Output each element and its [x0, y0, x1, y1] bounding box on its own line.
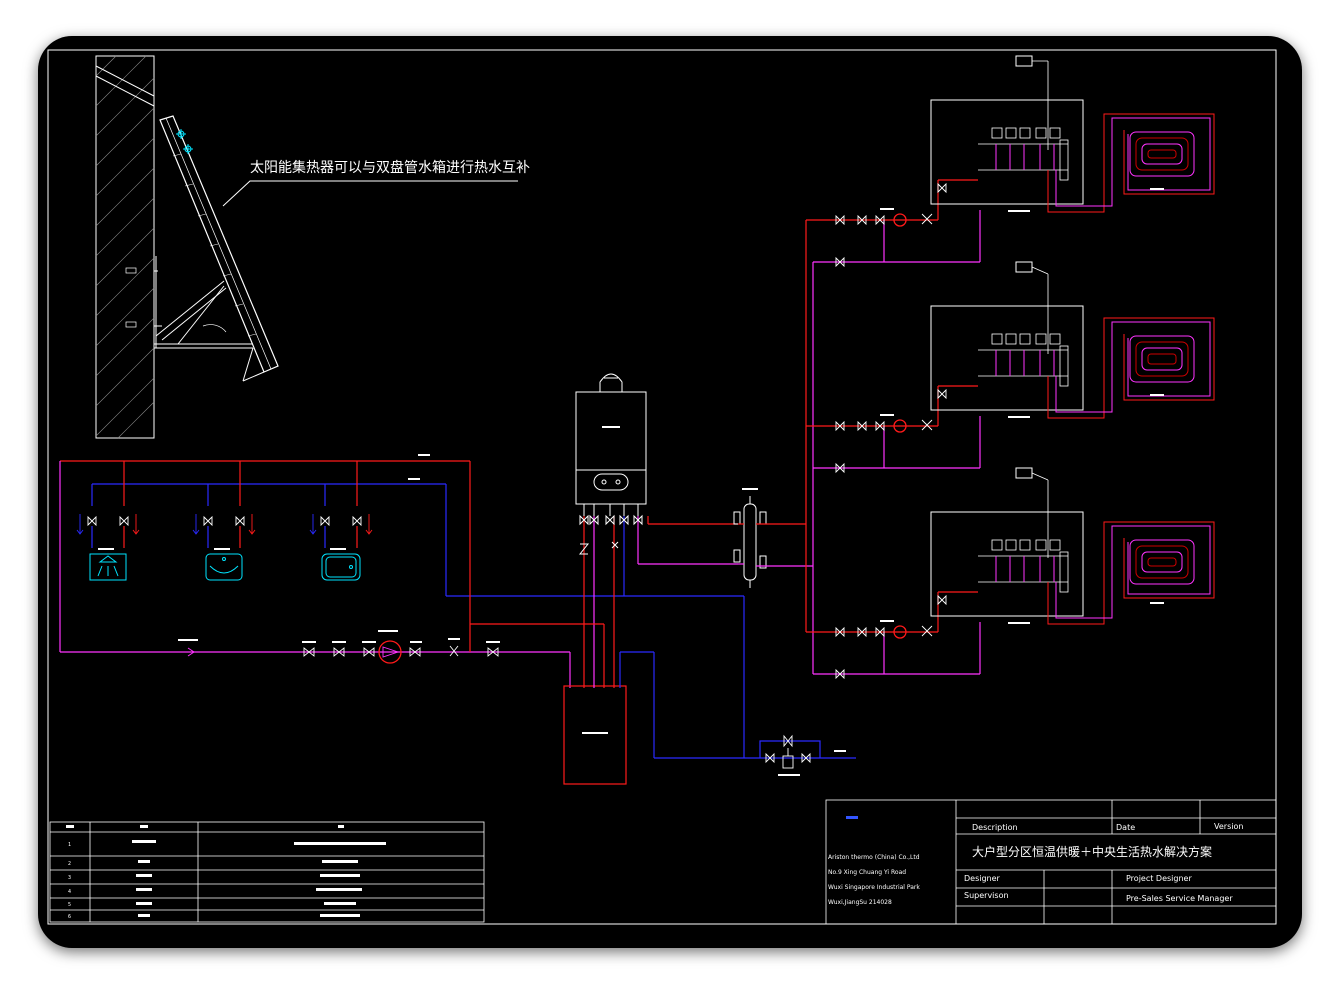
cad-drawing: 太阳能集热器可以与双盘管水箱进行热水互补	[47, 49, 1277, 925]
date-label: Date	[1116, 823, 1135, 832]
fixtures	[89, 553, 361, 581]
legend-row-number: 1	[68, 842, 71, 848]
zone-pump-3	[893, 625, 907, 639]
company-logo-icon	[846, 816, 858, 819]
drawing-frame: 太阳能集热器可以与双盘管水箱进行热水互补	[38, 36, 1302, 948]
solar-collector-panel	[159, 115, 279, 373]
wall-hung-boiler	[575, 373, 647, 555]
thermostat-1	[1015, 55, 1033, 67]
thermostat-2	[1015, 261, 1033, 273]
recirculation-pump	[378, 640, 402, 664]
supervisor-label: Supervison	[964, 891, 1009, 900]
legend-table	[49, 821, 485, 923]
company-line: Wuxi Singapore Industrial Park	[828, 884, 920, 891]
company-line: Wuxi,JiangSu 214028	[828, 899, 892, 906]
drawing-border	[47, 49, 1277, 925]
legend-row-number: 4	[68, 889, 71, 895]
hydraulic-separator	[733, 496, 767, 588]
fixture-piping	[59, 460, 745, 758]
fixture-valves	[76, 514, 373, 535]
manifold-cabinet-3	[930, 511, 1084, 617]
shower-fixture	[89, 553, 127, 581]
heating-zone-3	[806, 467, 1215, 680]
manifold-cabinet-2	[930, 305, 1084, 411]
bathtub-fixture	[205, 553, 243, 581]
company-line: No.9 Xing Chuang Yi Road	[828, 869, 906, 876]
presales-label: Pre-Sales Service Manager	[1126, 894, 1233, 903]
manifold-cabinet-1	[930, 99, 1084, 205]
title-block	[825, 799, 1277, 925]
version-label: Version	[1214, 822, 1243, 831]
project-designer-label: Project Designer	[1126, 874, 1192, 883]
drawing-title: 大户型分区恒温供暖＋中央生活热水解决方案	[972, 844, 1212, 859]
legend-row-number: 2	[68, 861, 71, 867]
heating-zone-2	[806, 261, 1215, 474]
zone-risers	[805, 220, 814, 674]
company-line: Ariston thermo (China) Co.,Ltd	[828, 854, 920, 861]
legend-row-number: 6	[68, 914, 71, 920]
description-label: Description	[972, 823, 1018, 832]
sun-icon	[176, 129, 193, 154]
tank-piping	[470, 516, 856, 759]
legend-row-number: 3	[68, 875, 71, 881]
recirculation-components	[303, 640, 499, 664]
zone-pump-1	[893, 213, 907, 227]
legend-row-number: 5	[68, 902, 71, 908]
wall	[95, 55, 155, 439]
designer-label: Designer	[964, 874, 1001, 883]
water-storage-tank	[563, 685, 627, 785]
cold-inlet-assembly	[759, 734, 821, 769]
solar-collector-section: 太阳能集热器可以与双盘管水箱进行热水互补	[95, 55, 530, 439]
solar-annotation: 太阳能集热器可以与双盘管水箱进行热水互补	[250, 159, 530, 176]
basin-fixture	[321, 553, 361, 581]
thermostat-3	[1015, 467, 1033, 479]
zone-pump-2	[893, 419, 907, 433]
heating-zone-1	[806, 55, 1215, 268]
